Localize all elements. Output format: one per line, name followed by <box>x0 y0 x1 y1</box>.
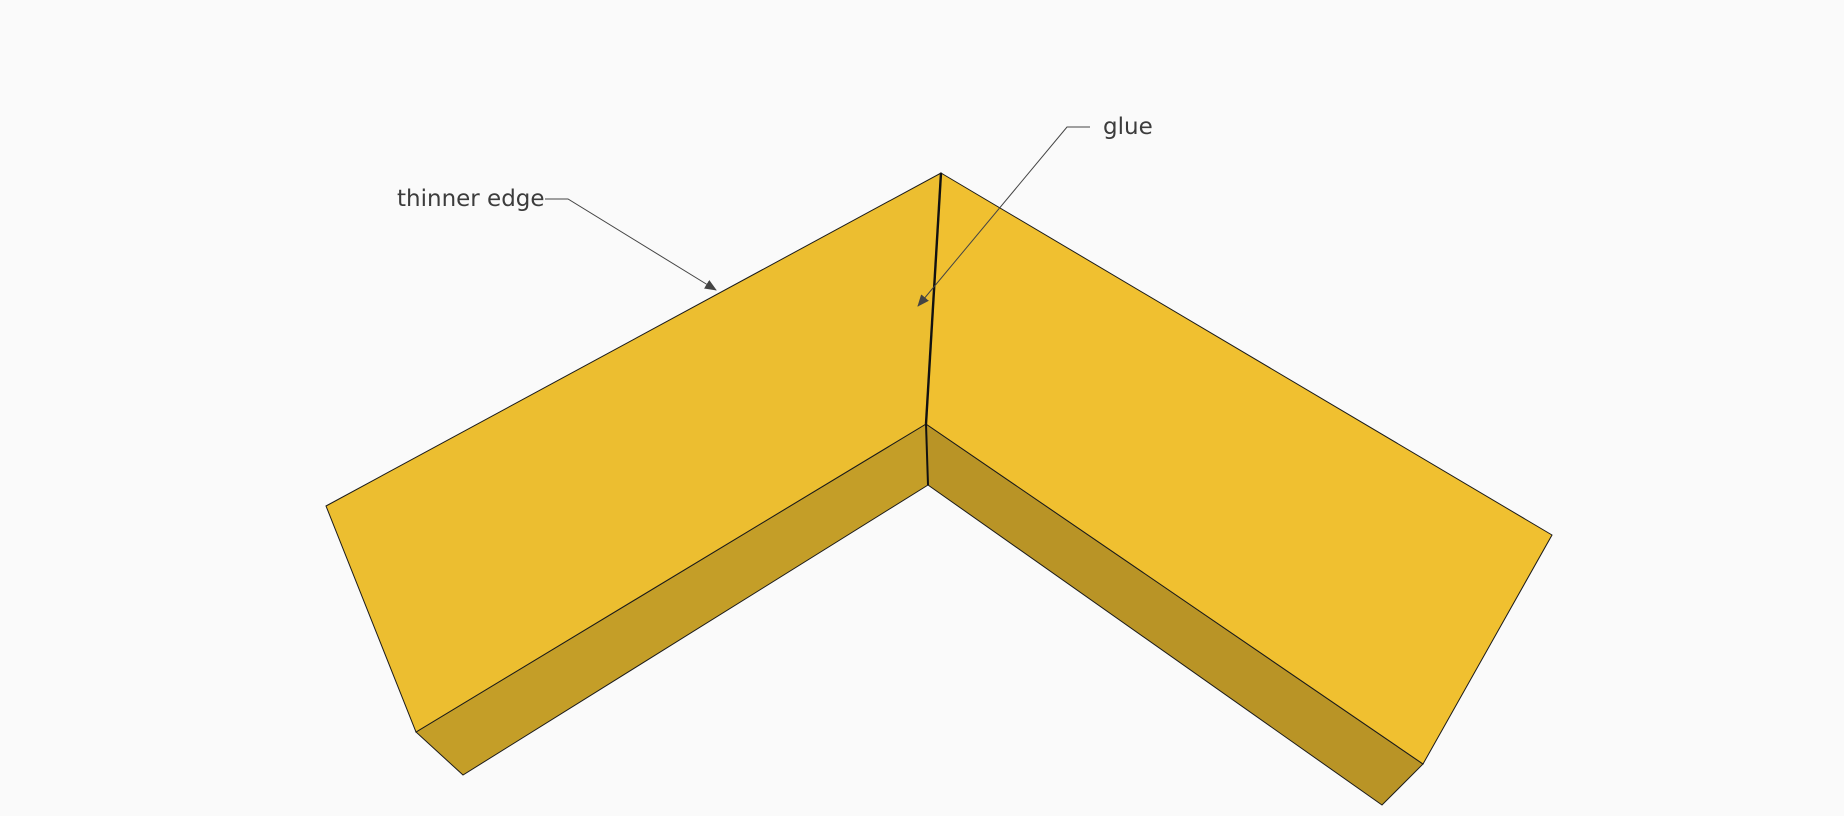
glue-label: glue <box>1103 114 1153 140</box>
thinner-edge-label: thinner edge <box>397 186 545 212</box>
glue-joint-line <box>924 172 943 425</box>
glue-joint-line-lower <box>925 423 929 486</box>
glue-leader <box>917 126 1090 307</box>
thinner-edge-leader <box>545 198 717 291</box>
